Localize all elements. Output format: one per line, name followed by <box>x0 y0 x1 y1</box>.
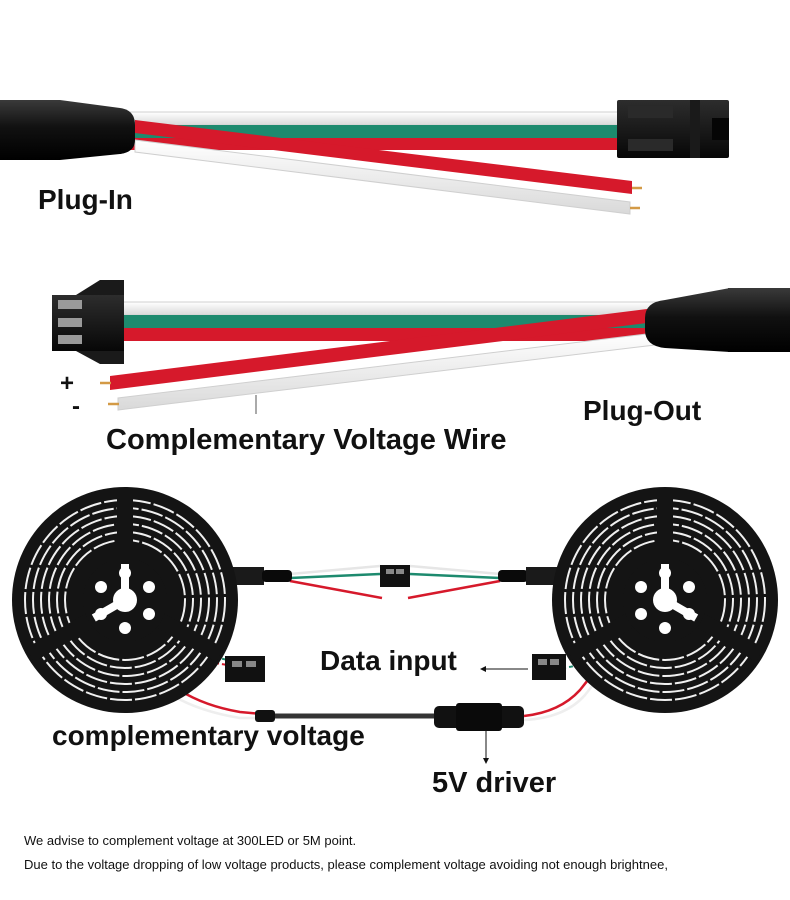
connector-icon <box>532 654 566 680</box>
extra-white-wire <box>134 139 631 215</box>
complementary-voltage-label: complementary voltage <box>52 720 365 751</box>
driver-icon <box>434 703 524 731</box>
connector-icon <box>52 280 124 364</box>
connector-icon <box>617 100 729 158</box>
led-reel-icon <box>552 487 778 713</box>
plug-out-cable <box>52 280 790 414</box>
connector-icon <box>225 656 265 682</box>
plug-out-label: Plug-Out <box>583 395 702 426</box>
white-wire <box>119 301 666 316</box>
advice-note: We advise to complement voltage at 300LE… <box>24 833 357 848</box>
extra-red-wire <box>135 120 632 194</box>
plug-in-label: Plug-In <box>38 184 133 215</box>
heat-shrink-sleeve <box>728 288 790 352</box>
extra-red-wire <box>110 308 655 390</box>
plug-in-cable <box>0 100 729 215</box>
plus-sign: + <box>60 370 75 397</box>
arrow-icon <box>483 730 489 764</box>
arrow-icon <box>480 666 528 672</box>
connector-icon <box>380 565 410 587</box>
led-reel-icon <box>12 487 238 713</box>
minus-sign: - <box>72 393 80 420</box>
data-input-label: Data input <box>320 645 457 676</box>
reel-link-wires <box>232 564 560 600</box>
heat-shrink-sleeve <box>0 100 60 160</box>
voltage-drop-note: Due to the voltage dropping of low volta… <box>24 857 668 872</box>
complementary-voltage-wire-label: Complementary Voltage Wire <box>106 424 507 456</box>
driver-label: 5V driver <box>432 767 557 799</box>
white-wire <box>119 111 621 126</box>
